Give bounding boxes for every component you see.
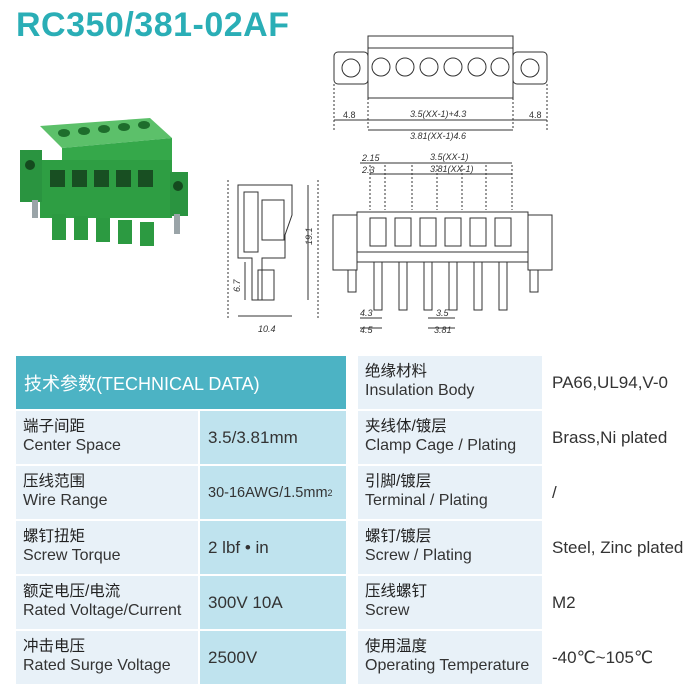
dim-front-bottom-pitch-1: 3.5 <box>436 308 450 318</box>
spec-row-operating-temperature: 使用温度 Operating Temperature -40℃~105℃ <box>358 631 688 684</box>
spec-value: M2 <box>544 576 688 629</box>
side-view-drawing <box>227 180 319 320</box>
product-title: RC350/381-02AF <box>16 6 290 44</box>
spec-value: Steel, Zinc plated <box>544 521 688 574</box>
spec-row-clamp-cage: 夹线体/镀层 Clamp Cage / Plating Brass,Ni pla… <box>358 411 688 464</box>
spec-label-en: Center Space <box>23 437 121 454</box>
spec-label-en: Screw / Plating <box>365 547 472 564</box>
spec-label-zh: 夹线体/镀层 <box>365 418 447 435</box>
spec-label-zh: 额定电压/电流 <box>23 583 121 600</box>
spec-label-en: Terminal / Plating <box>365 492 488 509</box>
spec-label-zh: 冲击电压 <box>23 638 86 655</box>
spec-value: 3.5/3.81mm <box>200 411 346 464</box>
spec-label: 螺钉扭矩 Screw Torque <box>16 521 198 574</box>
dim-side-width: 10.4 <box>258 324 276 334</box>
spec-value: / <box>544 466 688 519</box>
spec-label: 使用温度 Operating Temperature <box>358 631 542 684</box>
spec-label-zh: 引脚/镀层 <box>365 473 432 490</box>
spec-value: Brass,Ni plated <box>544 411 688 464</box>
spec-label-en: Rated Voltage/Current <box>23 602 182 619</box>
spec-label-en: Screw <box>365 602 410 619</box>
top-view-drawing <box>333 35 548 131</box>
spec-row-screw: 压线螺钉 Screw M2 <box>358 576 688 629</box>
drawings-area: 4.8 4.8 3.5(XX-1)+4.3 3.81(XX-1)4.6 10.4… <box>20 35 553 335</box>
dim-side-left: 4.8 <box>343 110 356 120</box>
product-photo <box>20 118 188 246</box>
spec-label-en: Rated Surge Voltage <box>23 657 171 674</box>
spec-label: 额定电压/电流 Rated Voltage/Current <box>16 576 198 629</box>
spec-value-sup: 2 <box>327 487 333 498</box>
spec-label-zh: 使用温度 <box>365 638 428 655</box>
dim-side-right: 4.8 <box>529 110 542 120</box>
dim-front-top-1: 2.15 <box>361 153 381 163</box>
technical-data-table: 技术参数(TECHNICAL DATA) 端子间距 Center Space 3… <box>16 356 688 686</box>
spec-label-zh: 绝缘材料 <box>365 363 428 380</box>
spec-label: 螺钉/镀层 Screw / Plating <box>358 521 542 574</box>
spec-label-zh: 压线范围 <box>23 473 86 490</box>
spec-row-screw-torque: 螺钉扭矩 Screw Torque 2 lbf • in <box>16 521 346 574</box>
spec-row-surge-voltage: 冲击电压 Rated Surge Voltage 2500V <box>16 631 346 684</box>
spec-value: 2 lbf • in <box>200 521 346 574</box>
spec-label-en: Clamp Cage / Plating <box>365 437 517 454</box>
spec-label: 压线范围 Wire Range <box>16 466 198 519</box>
spec-label-en: Insulation Body <box>365 382 475 399</box>
dim-top-pitch-35: 3.5(XX-1)+4.3 <box>410 109 466 119</box>
spec-row-screw-plating: 螺钉/镀层 Screw / Plating Steel, Zinc plated <box>358 521 688 574</box>
spec-label: 端子间距 Center Space <box>16 411 198 464</box>
spec-row-rated-voltage: 额定电压/电流 Rated Voltage/Current 300V 10A <box>16 576 346 629</box>
specs-header-row: 技术参数(TECHNICAL DATA) <box>16 356 346 409</box>
spec-label-en: Screw Torque <box>23 547 121 564</box>
dim-front-bottom-left-2: 4.5 <box>360 325 374 335</box>
spec-row-insulation-body: 绝缘材料 Insulation Body PA66,UL94,V-0 <box>358 356 688 409</box>
dim-front-pitch-381: 3.81(XX-1) <box>430 164 474 174</box>
spec-label: 绝缘材料 Insulation Body <box>358 356 542 409</box>
spec-label-en: Operating Temperature <box>365 657 530 674</box>
spec-value: 2500V <box>200 631 346 684</box>
dim-front-bottom-left-1: 4.3 <box>360 308 373 318</box>
spec-value: PA66,UL94,V-0 <box>544 356 688 409</box>
spec-label: 冲击电压 Rated Surge Voltage <box>16 631 198 684</box>
dim-side-height: 19.1 <box>304 227 314 245</box>
spec-label-zh: 端子间距 <box>23 418 86 435</box>
specs-header: 技术参数(TECHNICAL DATA) <box>16 356 346 409</box>
spec-label: 夹线体/镀层 Clamp Cage / Plating <box>358 411 542 464</box>
spec-value: 300V 10A <box>200 576 346 629</box>
spec-label: 压线螺钉 Screw <box>358 576 542 629</box>
spec-label-zh: 螺钉扭矩 <box>23 528 86 545</box>
dim-side-lower: 6.7 <box>232 278 242 292</box>
spec-label-en: Wire Range <box>23 492 108 509</box>
spec-value-text: 30-16AWG/1.5mm <box>208 484 328 501</box>
spec-row-center-space: 端子间距 Center Space 3.5/3.81mm <box>16 411 346 464</box>
dim-front-pitch-35: 3.5(XX-1) <box>430 152 469 162</box>
dim-top-pitch-381: 3.81(XX-1)4.6 <box>410 131 466 141</box>
spec-label: 引脚/镀层 Terminal / Plating <box>358 466 542 519</box>
dim-front-bottom-pitch-2: 3.81 <box>434 325 452 335</box>
front-view-drawing <box>332 162 553 329</box>
spec-row-terminal-plating: 引脚/镀层 Terminal / Plating / <box>358 466 688 519</box>
spec-value: -40℃~105℃ <box>544 631 688 684</box>
spec-label-zh: 压线螺钉 <box>365 583 428 600</box>
spec-label-zh: 螺钉/镀层 <box>365 528 432 545</box>
dim-front-top-2: 2.3 <box>361 165 375 175</box>
